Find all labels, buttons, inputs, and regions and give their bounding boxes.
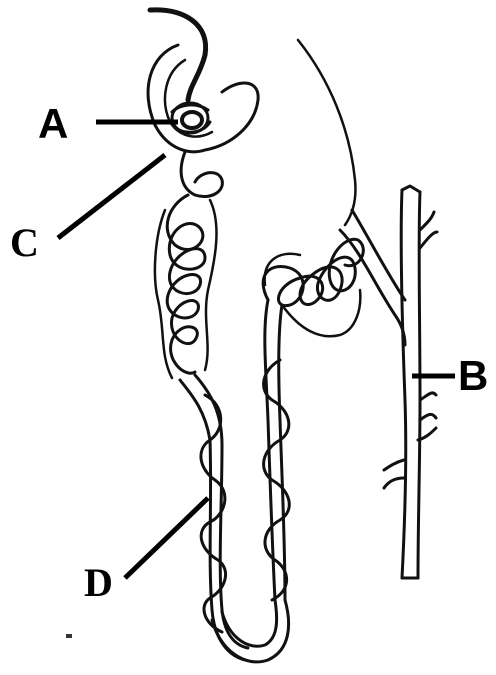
capsule-neck: [181, 152, 222, 197]
afferent-arteriole: [150, 10, 206, 100]
label-a: A: [38, 100, 68, 147]
label-b: B: [458, 352, 488, 399]
distal-convoluted-tubule: [263, 239, 363, 305]
label-d-pointer: [125, 498, 208, 578]
efferent-arteriole: [298, 40, 355, 225]
label-c: C: [10, 220, 39, 265]
label-c-pointer: [58, 155, 165, 238]
proximal-convoluted-tubule: [167, 195, 205, 373]
label-d: D: [84, 560, 113, 605]
proximal-tubule-outline: [155, 200, 217, 378]
connecting-tubule: [340, 210, 405, 345]
loop-of-henle-bend: [212, 600, 289, 662]
collecting-duct: [384, 186, 437, 578]
scan-speck: [66, 634, 72, 638]
glomerulus: [172, 103, 210, 133]
